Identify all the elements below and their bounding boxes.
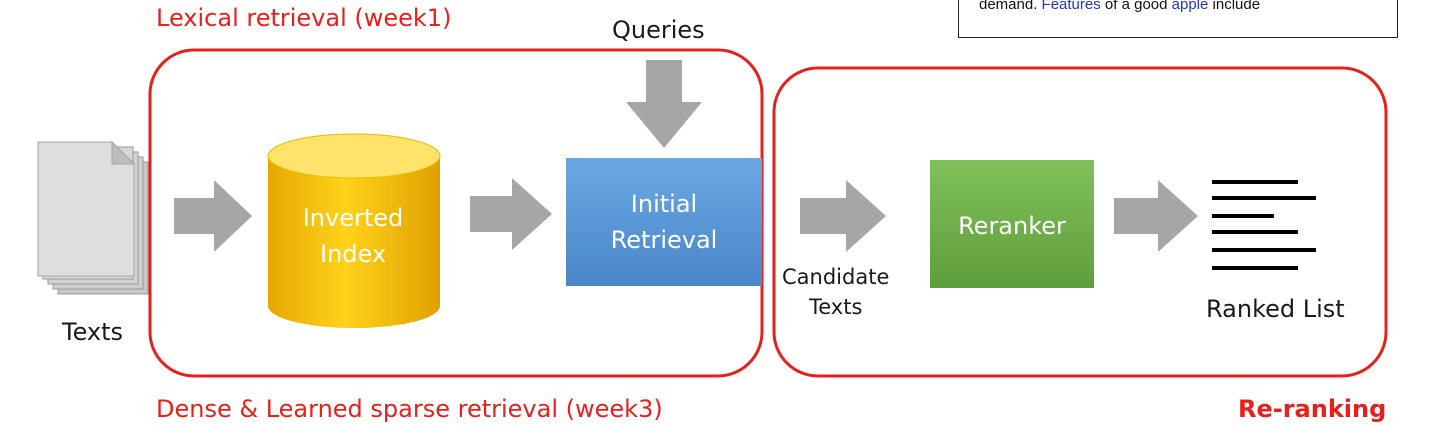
arrow-reranker-to-list	[1114, 180, 1198, 252]
initial-retrieval-label-line1: Initial	[630, 190, 698, 218]
arrow-texts-to-index	[174, 180, 252, 252]
inverted-index-label-line2: Index	[319, 240, 387, 268]
texts-documents-icon	[37, 140, 149, 295]
inverted-index-label-line1: Inverted	[302, 204, 404, 232]
note-text-before: demand.	[979, 0, 1042, 13]
lexical-retrieval-title: Lexical retrieval (week1)	[156, 4, 452, 32]
queries-label: Queries	[612, 16, 705, 44]
reranker-box	[930, 160, 1094, 288]
initial-retrieval-label-line2: Retrieval	[610, 226, 718, 254]
inverted-index-label: Inverted Index	[268, 200, 438, 272]
inverted-index-cylinder	[267, 133, 441, 328]
arrow-queries-down	[626, 60, 702, 148]
initial-retrieval-label: Initial Retrieval	[566, 186, 762, 258]
candidate-texts-line2: Texts	[808, 295, 863, 319]
note-highlight-features: Features	[1041, 0, 1101, 13]
ranked-list-icon	[1212, 180, 1316, 270]
note-snippet-box: demand. Features of a good apple include	[958, 0, 1398, 38]
re-ranking-title: Re-ranking	[1238, 395, 1387, 423]
reranker-label: Reranker	[958, 212, 1066, 240]
ranked-list-label: Ranked List	[1206, 295, 1345, 323]
dense-sparse-retrieval-title: Dense & Learned sparse retrieval (week3)	[156, 395, 663, 423]
note-highlight-apple: apple	[1171, 0, 1209, 13]
note-text-after: include	[1208, 0, 1261, 13]
candidate-texts-label: Candidate Texts	[782, 262, 889, 322]
arrow-retrieval-to-reranker	[800, 180, 886, 252]
texts-label: Texts	[62, 318, 124, 346]
note-text-middle: of a good	[1100, 0, 1172, 13]
initial-retrieval-box	[566, 158, 762, 286]
candidate-texts-line1: Candidate	[782, 265, 890, 289]
re-ranking-group-outline	[772, 66, 1388, 378]
arrow-index-to-retrieval	[470, 178, 552, 250]
